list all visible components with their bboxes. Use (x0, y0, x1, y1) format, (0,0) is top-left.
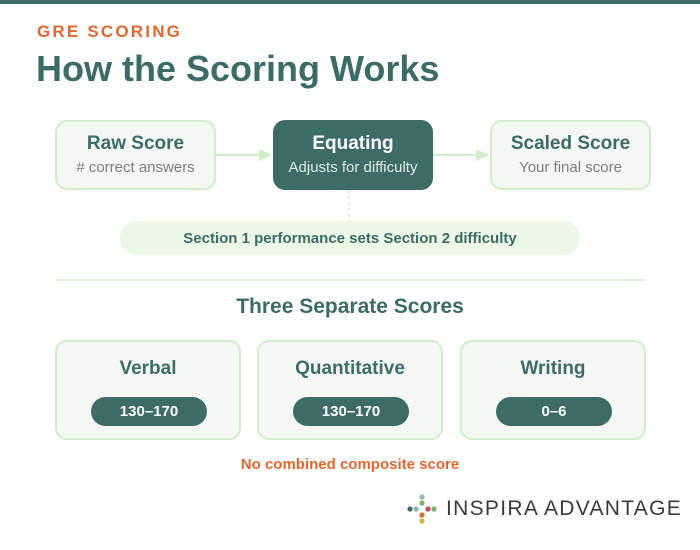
flow-step-title: Raw Score (86, 133, 185, 154)
flow-step-equating: Equating Adjusts for difficulty (273, 120, 433, 190)
arrowhead-raw-to-equating (259, 149, 272, 161)
brand-lockup: INSPIRA ADVANTAGE (407, 494, 682, 524)
score-range-badge: 0–6 (496, 397, 612, 426)
flow-step-scaled-score: Scaled Score Your final score (490, 120, 651, 190)
brand-name: INSPIRA ADVANTAGE (446, 497, 683, 520)
score-card-verbal: Verbal 130–170 (55, 340, 241, 440)
arrowhead-equating-to-scaled (476, 149, 489, 161)
flow-step-title: Scaled Score (510, 133, 631, 154)
flow-step-subtitle: Adjusts for difficulty (288, 159, 418, 176)
colored-dots-logo-icon (407, 494, 437, 524)
score-card-quantitative: Quantitative 130–170 (257, 340, 443, 440)
flow-step-subtitle: Your final score (519, 159, 622, 176)
score-range-badge: 130–170 (293, 397, 409, 426)
score-card-name: Writing (520, 358, 586, 379)
section-divider (55, 279, 645, 281)
composite-footnote: No combined composite score (240, 456, 460, 473)
score-card-name: Verbal (119, 358, 177, 379)
scores-section-title: Three Separate Scores (236, 295, 464, 318)
flow-step-subtitle: # correct answers (76, 159, 195, 176)
eyebrow-label: GRE SCORING (37, 22, 183, 41)
flow-step-raw-score: Raw Score # correct answers (55, 120, 216, 190)
score-range-badge: 130–170 (91, 397, 207, 426)
score-card-writing: Writing 0–6 (460, 340, 646, 440)
top-accent-bar (0, 0, 700, 4)
flow-step-title: Equating (312, 133, 394, 154)
adaptive-note: Section 1 performance sets Section 2 dif… (120, 221, 580, 255)
score-card-name: Quantitative (295, 358, 405, 379)
page-title: How the Scoring Works (36, 48, 440, 89)
